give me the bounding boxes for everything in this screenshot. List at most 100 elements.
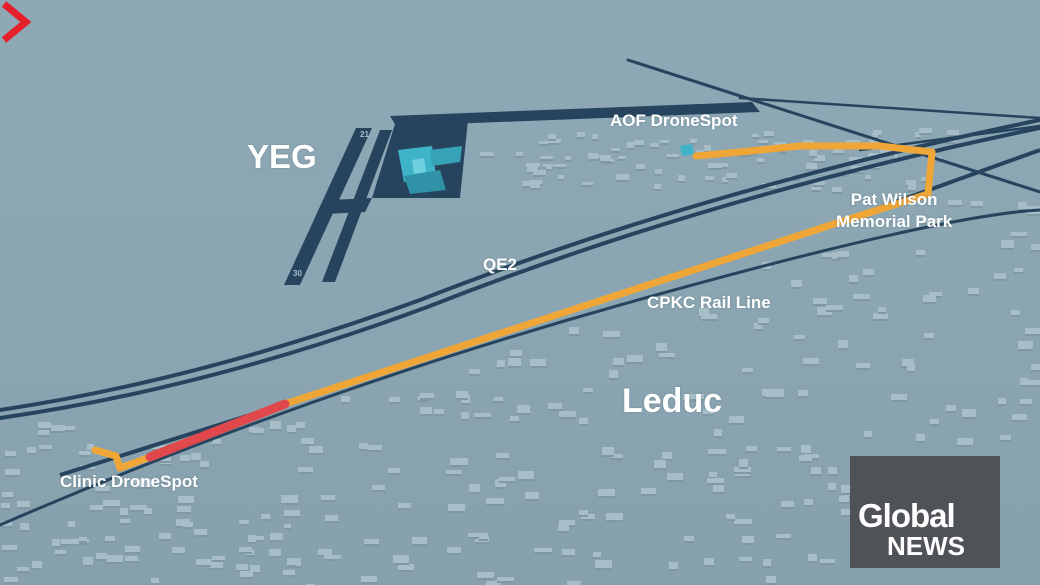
building [469, 484, 480, 492]
building [38, 422, 51, 428]
building [678, 175, 685, 181]
building [17, 567, 29, 571]
building [510, 416, 519, 421]
building-shadow [212, 444, 221, 446]
building-shadow [1001, 248, 1014, 250]
building [704, 558, 714, 565]
building [742, 536, 754, 543]
building-shadow [256, 540, 264, 542]
building [527, 166, 538, 172]
building-shadow [588, 159, 598, 161]
building [296, 422, 305, 428]
building [479, 533, 488, 539]
building [618, 156, 626, 159]
building [833, 149, 844, 153]
building-shadow [372, 490, 385, 492]
runway-main [390, 102, 760, 126]
building [777, 447, 791, 451]
building [530, 183, 540, 188]
building-shadow [678, 181, 685, 183]
building [919, 128, 932, 133]
building-shadow [288, 565, 296, 567]
building [699, 308, 709, 316]
building [804, 499, 813, 505]
building-shadow [916, 441, 925, 443]
building [125, 546, 140, 552]
building-shadow [5, 475, 20, 477]
building [837, 251, 849, 257]
building-shadow [496, 458, 509, 460]
building [610, 454, 623, 458]
building [361, 576, 377, 582]
building [814, 180, 825, 185]
route-red-segment [145, 399, 290, 462]
building [739, 557, 752, 561]
building [239, 520, 249, 524]
building [868, 153, 879, 158]
building [558, 525, 569, 531]
building-shadow [38, 435, 49, 437]
building [51, 425, 65, 431]
building [565, 156, 571, 160]
building [922, 218, 937, 223]
building [364, 539, 379, 544]
building [130, 505, 147, 510]
label-aof-dronespot: AOF DroneSpot [610, 111, 738, 130]
building-shadow [2, 526, 12, 528]
building [106, 555, 123, 562]
building-shadow [555, 167, 566, 169]
building [1000, 435, 1011, 440]
building-shadow [251, 433, 264, 435]
building-shadow [832, 192, 842, 194]
building [971, 201, 983, 206]
building-shadow [32, 568, 42, 570]
building [367, 445, 382, 450]
building-shadow [287, 432, 296, 434]
building-shadow [791, 287, 802, 289]
building-shadow [495, 487, 506, 489]
building [284, 510, 300, 516]
building [497, 360, 505, 367]
building-shadow [851, 172, 864, 174]
building [548, 134, 556, 139]
building [389, 397, 400, 402]
building [1012, 414, 1027, 420]
building [726, 173, 737, 178]
building-shadow [581, 519, 595, 521]
building [2, 492, 13, 497]
building-shadow [822, 257, 832, 259]
building [120, 508, 128, 515]
logo-global-text: Global [858, 497, 956, 534]
building [461, 412, 469, 419]
building-shadow [817, 315, 832, 317]
building [525, 492, 539, 499]
building [52, 539, 60, 546]
building-shadow [820, 563, 835, 565]
building-shadow [878, 312, 886, 314]
building-shadow [156, 461, 171, 463]
building [822, 253, 832, 257]
building [704, 145, 711, 151]
building [456, 391, 468, 398]
building [798, 390, 808, 396]
building-shadow [296, 428, 305, 430]
building-shadow [324, 559, 341, 561]
building-shadow [908, 190, 916, 192]
building [817, 307, 832, 315]
building-shadow [80, 543, 89, 545]
building [600, 155, 611, 161]
building-shadow [130, 510, 147, 512]
building [144, 508, 152, 514]
building [55, 550, 66, 554]
building [660, 140, 669, 143]
building [480, 152, 494, 156]
building-shadow [779, 152, 786, 154]
building-shadow [562, 555, 575, 557]
building [64, 426, 75, 430]
building [388, 468, 400, 473]
building-shadow [764, 136, 774, 138]
building [447, 547, 461, 553]
building [2, 545, 17, 550]
building-shadow [595, 568, 612, 570]
building-shadow [239, 552, 252, 554]
